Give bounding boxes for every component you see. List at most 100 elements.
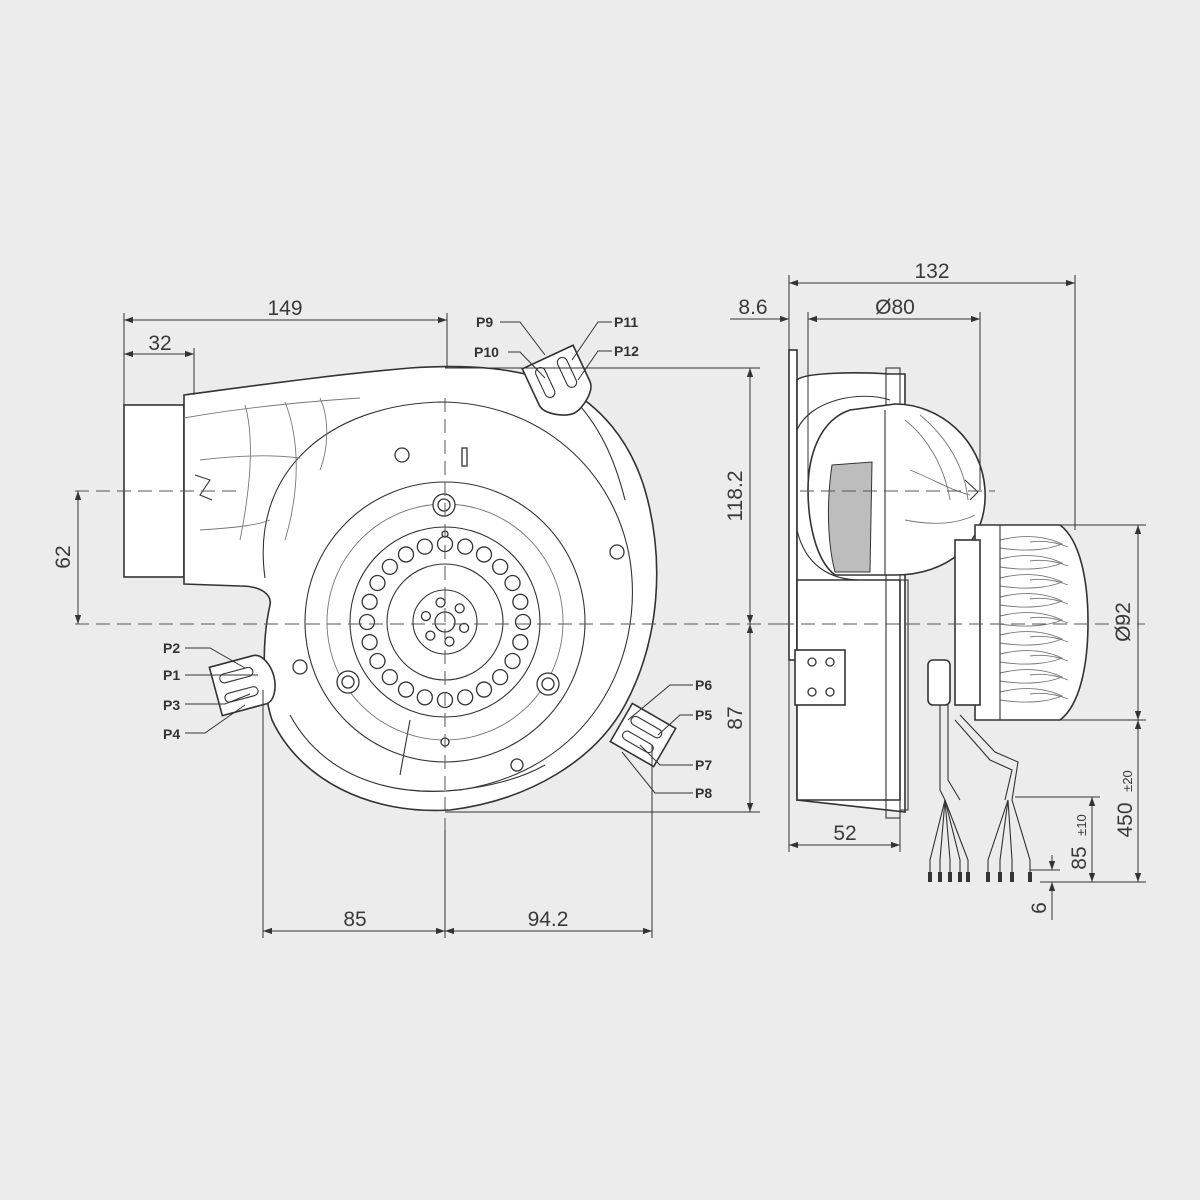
- leader-p10: [508, 351, 546, 379]
- motor-fin-edge: [1029, 635, 1069, 643]
- screw-inner: [341, 675, 355, 689]
- pin-label-p11: P11: [614, 314, 638, 330]
- blade-hole: [361, 593, 378, 610]
- side-housing-curve: [796, 395, 891, 431]
- duct-clip: [194, 474, 213, 501]
- side-bracket: [794, 649, 846, 706]
- wire-tip: [958, 872, 962, 882]
- side-housing-curve: [796, 529, 861, 581]
- dim-value-32: 32: [148, 332, 171, 355]
- pin-label-p5: P5: [695, 707, 712, 723]
- blade-hole: [381, 558, 398, 575]
- duct-line: [199, 519, 271, 531]
- hub-bolt: [454, 603, 465, 614]
- blade-hole: [475, 681, 493, 698]
- motor-fin-edge: [1029, 616, 1069, 624]
- blade-hole: [416, 538, 433, 555]
- dim-value-94-2: 94.2: [528, 908, 569, 931]
- dim-value-6: 6: [1028, 902, 1051, 914]
- wire-tip: [938, 872, 942, 882]
- pin-label-p4: P4: [163, 726, 180, 742]
- wire-tip: [986, 872, 990, 882]
- dim-lead-strip: 85 ±10: [1015, 796, 1100, 882]
- pin-label-p9: P9: [476, 314, 493, 330]
- wire-leads: [928, 799, 1032, 882]
- housing-screw: [510, 758, 524, 772]
- duct-line: [284, 401, 297, 541]
- blade-hole: [397, 546, 415, 563]
- blade-hole: [504, 652, 521, 670]
- leader-p11: [571, 321, 612, 361]
- hub-bolt: [458, 622, 470, 634]
- pin-label-p6: P6: [695, 677, 712, 693]
- motor-fin-edge: [1029, 654, 1069, 662]
- dim-overall-width: 149: [123, 297, 448, 405]
- pin-label-p12: P12: [614, 343, 639, 359]
- dome-rib: [909, 469, 971, 496]
- pin-label-p10: P10: [474, 344, 499, 360]
- dim-wire-end: 6: [1028, 855, 1060, 920]
- motor-fins: [999, 525, 1069, 720]
- housing-screw: [394, 447, 410, 463]
- blade-hole: [369, 652, 386, 670]
- wire-tip: [1010, 872, 1014, 882]
- cable-gland: [927, 659, 951, 706]
- dim-tolerance-450: ±20: [1120, 770, 1135, 792]
- motor-fin-edge: [1029, 597, 1069, 605]
- mounting-screws: [292, 447, 625, 772]
- motor-fin: [999, 612, 1064, 627]
- leader-p2: [185, 647, 246, 669]
- blade-hole: [358, 613, 376, 631]
- blade-hole: [504, 574, 521, 592]
- blade-hole: [361, 634, 378, 651]
- leader-p3: [185, 693, 251, 705]
- pin-tabs: [208, 344, 677, 768]
- motor-fin: [999, 536, 1064, 551]
- dim-tolerance-85: ±10: [1074, 814, 1089, 836]
- blade-hole: [369, 574, 386, 592]
- dim-motor-diameter: Ø92: [1060, 524, 1146, 721]
- leader-p5: [657, 714, 693, 736]
- pin-label-p1: P1: [163, 667, 180, 683]
- dim-overall-depth: 132: [788, 260, 1076, 530]
- blade-hole: [457, 689, 474, 706]
- bracket-screw: [825, 687, 835, 697]
- duct-line: [183, 397, 361, 419]
- blade-hole: [475, 546, 493, 563]
- cable: [939, 705, 946, 801]
- hub-bolt: [425, 630, 436, 641]
- tab-left: [208, 654, 276, 717]
- dim-bottom-offsets: 85 94.2: [262, 690, 653, 938]
- leader-p8: [621, 751, 693, 794]
- dim-cable-length: 450 ±20: [1040, 720, 1146, 883]
- tab-right: [609, 702, 677, 768]
- pin-label-p3: P3: [163, 697, 180, 713]
- pin-label-p7: P7: [695, 757, 712, 773]
- screw-inner: [541, 677, 555, 691]
- wire-tip: [966, 872, 970, 882]
- leader-p12: [577, 350, 612, 381]
- wire-tip: [948, 872, 952, 882]
- wire-tip: [928, 872, 932, 882]
- front-view: P9 P10 P11 P12 P2 P1 P3 P4 P6 P5 P7 P8: [52, 297, 780, 938]
- cable: [947, 705, 961, 801]
- blade-hole: [512, 634, 529, 651]
- dome-clip: [964, 479, 979, 501]
- dim-value-149: 149: [267, 297, 302, 320]
- hub-bolt: [444, 636, 455, 647]
- dim-value-92: Ø92: [1112, 602, 1135, 642]
- blower-housing: [123, 365, 658, 812]
- blade-hole: [397, 681, 415, 698]
- side-plate-2: [899, 579, 909, 811]
- motor-collar: [954, 539, 981, 706]
- motor-fin-edge: [1029, 559, 1069, 567]
- pin-label-p8: P8: [695, 785, 712, 801]
- dim-value-118-2: 118.2: [724, 471, 747, 522]
- leader-p9: [500, 321, 546, 356]
- side-flange: [788, 349, 798, 661]
- motor-fin: [999, 574, 1064, 589]
- blade-hole: [512, 593, 529, 610]
- lower-rib: [409, 764, 546, 792]
- blade-hole: [492, 558, 509, 575]
- motor-fin: [999, 631, 1064, 646]
